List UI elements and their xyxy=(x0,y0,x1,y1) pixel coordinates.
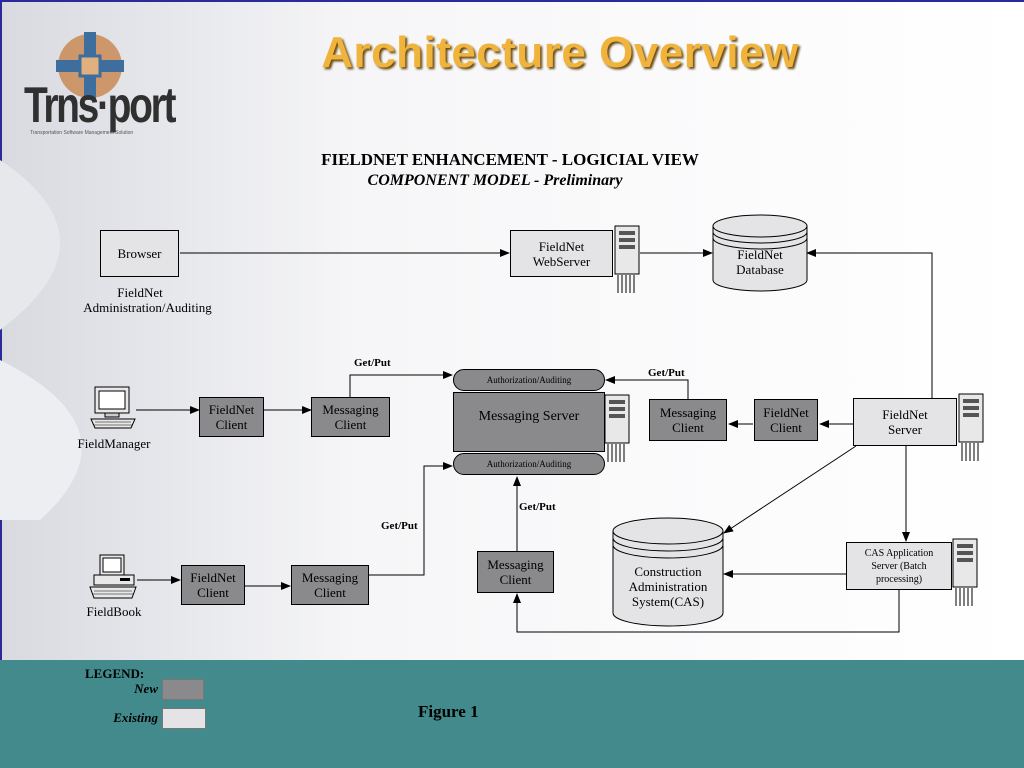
auth-auditing-bottom: Authorization/Auditing xyxy=(453,453,605,475)
figure-label: Figure 1 xyxy=(418,702,479,721)
auth-auditing-top: Authorization/Auditing xyxy=(453,369,605,391)
server-icon xyxy=(958,393,984,461)
diagram-subtitle: COMPONENT MODEL - Preliminary xyxy=(367,172,623,189)
messaging-server-node: Messaging Server xyxy=(453,392,605,452)
fb-messaging-client: Messaging Client xyxy=(291,565,369,605)
server-icon xyxy=(604,394,630,462)
edge-label-getput: Get/Put xyxy=(519,501,556,513)
laptop-icon xyxy=(89,554,137,599)
edge-fmmessaging-auth xyxy=(349,371,453,397)
database-icon xyxy=(712,214,808,292)
fieldbook-label: FieldBook xyxy=(86,604,142,619)
legend-existing-label: Existing xyxy=(113,710,158,725)
edge-label-getput: Get/Put xyxy=(354,357,391,369)
legend-new-label: New xyxy=(134,681,158,696)
logo-subtext: Transportation Software Management Solut… xyxy=(30,130,134,136)
connector-lines xyxy=(136,249,933,633)
diagram-title: FIELDNET ENHANCEMENT - LOGICIAL VIEW xyxy=(321,150,699,169)
fm-messaging-client: Messaging Client xyxy=(311,397,390,437)
cas-database-icon xyxy=(612,517,724,627)
legend-title: LEGEND: xyxy=(85,666,145,681)
computer-icon xyxy=(90,386,136,429)
browser-caption-line2: Administration/Auditing xyxy=(83,300,212,315)
edge-casapp-bottommessaging xyxy=(513,590,900,633)
legend-new-swatch xyxy=(162,679,204,700)
edge-server-database xyxy=(806,249,933,398)
right-messaging-client: Messaging Client xyxy=(649,399,727,441)
edge-label-getput: Get/Put xyxy=(381,520,418,532)
edge-label-getput: Get/Put xyxy=(648,367,685,379)
webserver-node: FieldNet WebServer xyxy=(510,230,613,277)
edge-rightmessaging-auth xyxy=(605,376,689,399)
legend-existing-swatch xyxy=(162,708,206,729)
cas-database-label: Construction Administration System(CAS) xyxy=(628,564,708,609)
browser-caption-line1: FieldNet xyxy=(117,285,163,300)
edge-server-casdb xyxy=(723,445,857,534)
cas-app-server-node: CAS Application Server (Batch processing… xyxy=(846,542,952,590)
fm-fieldnet-client: FieldNet Client xyxy=(199,397,264,437)
logo-text: Trns·port xyxy=(24,77,176,133)
browser-node: Browser xyxy=(100,230,179,277)
server-icon xyxy=(614,225,640,293)
right-fieldnet-client: FieldNet Client xyxy=(754,399,818,441)
slide-title: Architecture Overview xyxy=(321,28,799,77)
fb-fieldnet-client: FieldNet Client xyxy=(181,565,245,605)
logo-emblem xyxy=(56,32,124,100)
fieldnet-server-node: FieldNet Server xyxy=(853,398,957,446)
fieldmanager-label: FieldManager xyxy=(77,436,151,451)
database-label: FieldNet Database xyxy=(736,247,784,277)
edge-fbmessaging-auth xyxy=(369,462,453,576)
bottom-messaging-client: Messaging Client xyxy=(477,551,554,593)
server-icon xyxy=(952,538,978,606)
